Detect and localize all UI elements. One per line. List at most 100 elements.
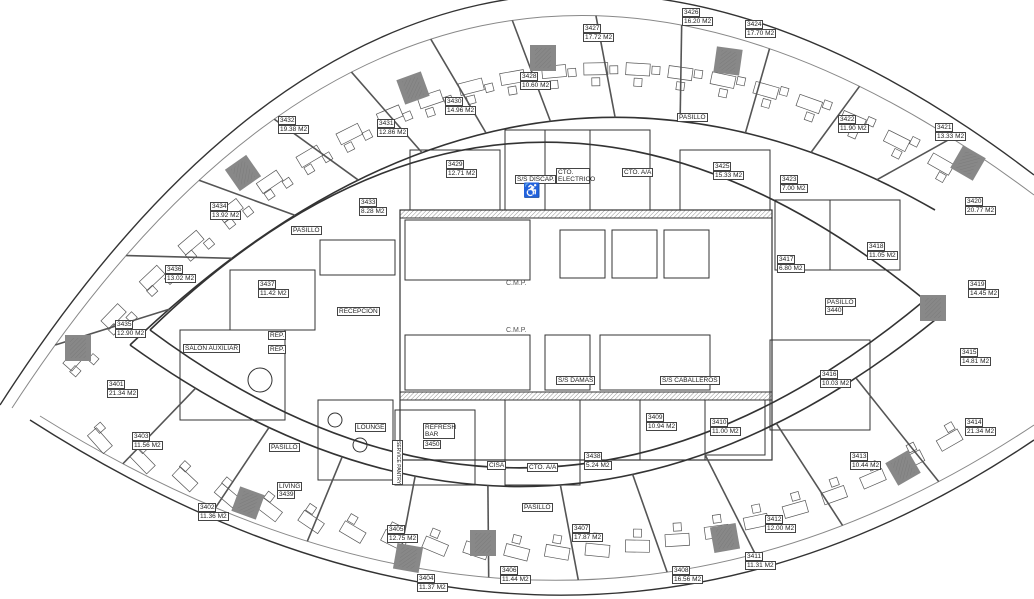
chair-icon bbox=[760, 98, 772, 109]
partition-wall bbox=[744, 48, 771, 134]
room-number: 3424 bbox=[745, 20, 764, 29]
chair-icon bbox=[735, 75, 747, 87]
room-number: 3431 bbox=[377, 119, 396, 128]
room-area: 5.24 M2 bbox=[584, 461, 612, 470]
window-line-top bbox=[11, 14, 1034, 409]
structural-column-hatch bbox=[925, 298, 941, 318]
partition-wall bbox=[876, 137, 953, 181]
room-number: 3413 bbox=[850, 452, 869, 461]
chair-icon bbox=[672, 522, 682, 532]
structural-column-hatch bbox=[402, 75, 424, 101]
partition-wall bbox=[775, 422, 844, 526]
room-area: 12.90 M2 bbox=[115, 329, 147, 338]
room-area: 11.44 M2 bbox=[500, 575, 531, 584]
cto-aa-south bbox=[504, 399, 581, 486]
label-refresh-code: 3450 bbox=[423, 440, 442, 449]
room-number: 3435 bbox=[115, 320, 134, 329]
room-area: 17.70 M2 bbox=[745, 29, 777, 38]
desk bbox=[338, 520, 367, 544]
room-number: 3408 bbox=[672, 566, 691, 575]
room-number: 3421 bbox=[935, 123, 954, 132]
room-area: 10.94 M2 bbox=[646, 422, 678, 431]
label-recepcion: RECEPCION bbox=[337, 307, 380, 316]
corridor-outer-top bbox=[129, 116, 936, 346]
partition-wall bbox=[559, 484, 580, 581]
label-rep-2: REP. bbox=[268, 345, 287, 354]
room-number: 3404 bbox=[417, 574, 436, 583]
room-number: 3420 bbox=[965, 197, 984, 206]
partition-wall bbox=[198, 179, 296, 217]
room-number: 3417 bbox=[777, 255, 796, 264]
office-3429 bbox=[409, 149, 501, 211]
lounge-table-2 bbox=[352, 437, 368, 453]
room-number: 3428 bbox=[520, 72, 539, 81]
label-cto-aa-north: CTO. A/A bbox=[622, 168, 654, 177]
chair-icon bbox=[146, 284, 159, 298]
room-number: 3426 bbox=[682, 8, 701, 17]
room-area: 11.05 M2 bbox=[867, 251, 898, 260]
room-number: 3403 bbox=[132, 432, 151, 441]
room-area: 11.37 M2 bbox=[417, 583, 448, 592]
office-3416 bbox=[769, 339, 871, 431]
chair-icon bbox=[343, 141, 356, 153]
desk bbox=[543, 543, 571, 561]
chair-icon bbox=[633, 77, 643, 87]
label-refresh-bar: REFRESH BAR bbox=[423, 423, 457, 439]
chair-icon bbox=[221, 476, 234, 489]
desk bbox=[927, 152, 955, 176]
room-area: 15.33 M2 bbox=[713, 171, 745, 180]
room-area: 12.00 M2 bbox=[765, 524, 797, 533]
room-area: 19.38 M2 bbox=[278, 125, 310, 134]
corridor-inner-top bbox=[149, 141, 926, 331]
chair-icon bbox=[242, 205, 255, 218]
chair-icon bbox=[789, 491, 801, 502]
chair-icon bbox=[693, 69, 704, 80]
partition-wall bbox=[214, 427, 270, 509]
desk bbox=[255, 169, 284, 194]
desk bbox=[625, 539, 650, 553]
room-area: 13.33 M2 bbox=[935, 132, 967, 141]
outer-facade-top bbox=[0, 0, 1034, 406]
desk bbox=[171, 466, 199, 493]
desk bbox=[335, 122, 364, 146]
room-number: 3422 bbox=[838, 115, 857, 124]
chair-icon bbox=[305, 502, 318, 515]
reception-seating bbox=[319, 239, 396, 276]
room-number: 3418 bbox=[867, 242, 886, 251]
structural-column-hatch bbox=[891, 455, 915, 481]
elevator-3 bbox=[663, 229, 710, 279]
office-3410 bbox=[704, 399, 766, 456]
desk bbox=[583, 62, 609, 76]
chair-icon bbox=[483, 82, 495, 94]
desk bbox=[138, 264, 166, 291]
chair-icon bbox=[303, 163, 316, 176]
label-pasillo-north: PASILLO bbox=[677, 113, 708, 122]
label-living-code: 3439 bbox=[277, 490, 296, 499]
room-area: 14.96 M2 bbox=[445, 106, 477, 115]
chair-icon bbox=[821, 99, 833, 111]
window-line-bottom bbox=[39, 415, 1034, 581]
elevator-2 bbox=[611, 229, 658, 279]
chair-icon bbox=[402, 110, 414, 122]
chair-icon bbox=[609, 65, 619, 75]
label-ss-caballeros: S/S CABALLEROS bbox=[660, 376, 720, 385]
room-area: 14.81 M2 bbox=[960, 357, 992, 366]
chair-icon bbox=[69, 365, 82, 378]
room-area: 11.31 M2 bbox=[745, 561, 776, 570]
chair-icon bbox=[178, 460, 192, 473]
